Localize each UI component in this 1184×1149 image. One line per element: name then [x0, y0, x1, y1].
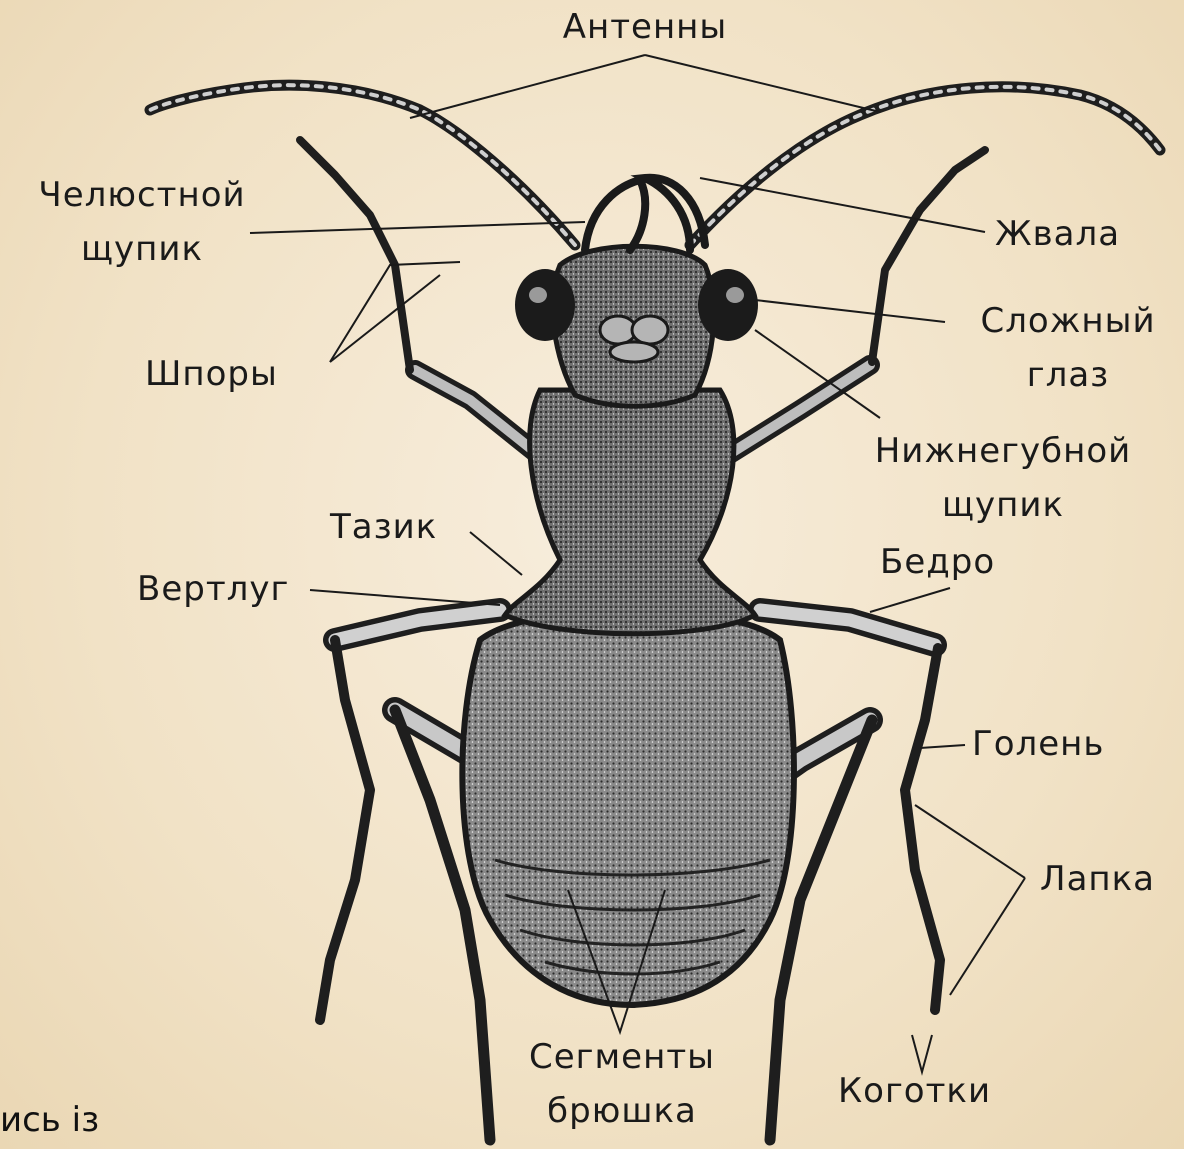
label-mandibles: Жвала: [995, 215, 1120, 253]
label-compound-eye-line1: Сложный: [980, 302, 1155, 340]
thorax-drawing: [505, 390, 755, 634]
label-maxillary-palp-line2: щупик: [81, 230, 203, 268]
label-tarsus: Лапка: [1040, 860, 1155, 898]
label-claws: Коготки: [838, 1072, 991, 1110]
label-antennae: Антенны: [563, 8, 728, 46]
label-spurs: Шпоры: [145, 355, 278, 393]
eye-left-drawing: [515, 269, 575, 341]
eye-right-drawing: [698, 269, 758, 341]
label-trochanter: Вертлуг: [137, 570, 289, 608]
label-labial-palp-line2: щупик: [942, 486, 1064, 524]
label-abdominal-segments-line2: брюшка: [547, 1092, 697, 1130]
label-labial-palp-line1: Нижнегубной: [875, 432, 1132, 470]
mandibles-drawing: [585, 178, 705, 250]
label-coxa: Тазик: [330, 508, 437, 546]
label-compound-eye-line2: глаз: [1027, 356, 1110, 394]
label-abdominal-segments-line1: Сегменты: [529, 1038, 715, 1076]
label-maxillary-palp-line1: Челюстной: [38, 176, 245, 214]
label-tibia: Голень: [972, 725, 1104, 763]
label-femur: Бедро: [880, 543, 995, 581]
cropped-caption: ись із: [0, 1100, 99, 1140]
